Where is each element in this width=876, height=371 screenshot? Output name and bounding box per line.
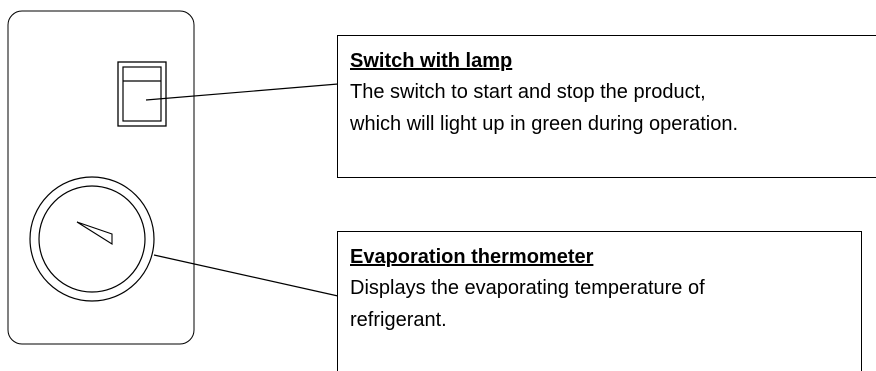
lamp-switch [117, 61, 167, 127]
callout-title: Switch with lamp [350, 50, 513, 72]
callout-line: which will light up in green during oper… [350, 113, 739, 135]
leader-line-switch [145, 83, 339, 101]
gauge-inner-ring [38, 185, 146, 293]
panel-diagram [7, 10, 339, 345]
callout-line: refrigerant. [350, 309, 447, 331]
callout-line: Displays the evaporating temperature of [350, 277, 705, 299]
evaporation-thermometer-gauge [29, 176, 155, 302]
callout-line: The switch to start and stop the product… [350, 81, 706, 103]
leader-line-thermometer [153, 254, 339, 297]
switch-inner-frame [122, 66, 162, 122]
callout-switch-with-lamp: Switch with lamp The switch to start and… [337, 35, 876, 178]
callout-title: Evaporation thermometer [350, 246, 594, 268]
gauge-needle [76, 221, 113, 245]
callout-evaporation-thermometer: Evaporation thermometer Displays the eva… [337, 231, 862, 371]
callout-description: Displays the evaporating temperature of … [350, 272, 861, 336]
callout-description: The switch to start and stop the product… [350, 76, 876, 140]
